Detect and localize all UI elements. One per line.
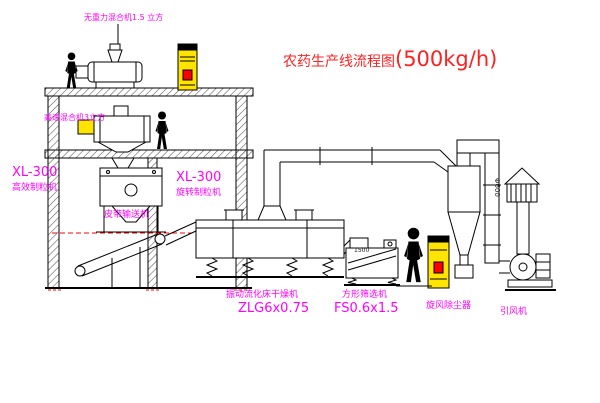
dimension-labels: 1500 Φ600 — [354, 178, 501, 254]
label-top-mixer: 无重力混合机1.5 立方 — [84, 12, 163, 22]
label-fan-name: 引风机 — [500, 305, 527, 317]
dryer-body — [195, 219, 345, 259]
screen-deck — [347, 255, 397, 271]
cyclone-cylinder — [447, 165, 481, 213]
cabinet-button — [433, 261, 444, 274]
fan-motor — [535, 253, 551, 279]
sieve-spring — [347, 277, 357, 286]
right-column — [235, 95, 248, 289]
induced-draft-fan — [499, 201, 556, 291]
fan-base — [507, 279, 553, 288]
label-sieve-model: FS0.6x1.5 — [334, 301, 399, 316]
mixer-discharge-cone — [96, 141, 148, 153]
vibration-spring — [286, 257, 298, 277]
fluid-bed-dryer — [195, 209, 345, 278]
cyclone-top-elbow — [456, 139, 500, 154]
feed-chute — [165, 230, 197, 246]
building-structure — [44, 87, 254, 289]
exhaust-stack — [483, 152, 501, 264]
granulator-port — [124, 183, 138, 197]
cap-cone — [503, 167, 541, 185]
stack-pipe — [484, 152, 500, 264]
cyclone-separator — [447, 139, 500, 279]
sieve-spring — [387, 277, 397, 286]
label-belt-conveyor: 皮带输送机 — [104, 208, 149, 220]
top-floor-slab — [44, 87, 254, 97]
belt-conveyor — [74, 221, 197, 287]
square-sieve — [343, 237, 400, 286]
control-cabinet-top — [177, 43, 198, 91]
vibration-spring — [322, 257, 334, 277]
label-sieve-name: 方形筛选机 — [342, 288, 387, 300]
label-dryer-name: 振动流化床干燥机 — [226, 288, 298, 300]
label-granulator-mid-name: 旋转制粒机 — [176, 186, 221, 198]
mixer-feed-valve — [109, 43, 121, 51]
conveyor-pulley — [154, 233, 166, 245]
worker-figure-ground — [404, 227, 423, 283]
worker-figure-floor2 — [155, 111, 169, 149]
dryer-top-port — [295, 209, 313, 221]
mixer-inlet — [113, 105, 129, 117]
diagram-title-capacity: (500kg/h) — [395, 47, 497, 71]
diagram-title: 农药生产线流程图(500kg/h) — [283, 47, 497, 71]
granulator-funnel — [111, 157, 135, 169]
mid-floor-slab — [44, 149, 254, 159]
red-datum-lines — [48, 232, 249, 291]
gravity-free-mixer — [75, 24, 143, 88]
dim-sieve-1500: 1500 — [354, 247, 369, 254]
dim-stack-600: Φ600 — [493, 178, 501, 197]
equipment-labels: 无重力混合机1.5 立方 高速混合机3立方 XL-300 高效制粒机 XL-30… — [12, 12, 527, 317]
mixer-motor — [77, 119, 95, 135]
cabinet-button — [182, 69, 193, 81]
label-granulator-left-model: XL-300 — [12, 165, 57, 180]
high-speed-mixer — [77, 105, 151, 153]
cabinet-body — [177, 43, 198, 91]
diagram-title-main: 农药生产线流程图 — [283, 54, 395, 70]
label-high-speed-mixer: 高速混合机3立方 — [44, 112, 105, 122]
cyclone-drop-pipe — [459, 254, 469, 266]
screen-deck — [347, 248, 397, 264]
granulator-discharge — [110, 205, 152, 223]
control-cabinet-ground — [427, 235, 450, 289]
label-granulator-left-name: 高效制粒机 — [12, 181, 57, 193]
fan-hub — [518, 262, 528, 272]
cabinet-header — [427, 235, 450, 243]
conveyor-pulley — [74, 265, 86, 277]
exhaust-duct — [257, 147, 457, 221]
label-cyclone-name: 旋风除尘器 — [426, 299, 471, 311]
vibration-spring — [206, 257, 218, 277]
mixer-feed-hopper — [107, 49, 123, 63]
feed-chute — [164, 221, 197, 237]
cyclone-dust-bin — [454, 264, 474, 279]
mixer-body — [87, 61, 143, 83]
cyclone-cone — [447, 211, 481, 256]
duct-hood — [257, 205, 287, 221]
mixer-motor — [75, 65, 89, 79]
dryer-top-port — [225, 209, 243, 221]
fan-outlet-duct — [516, 201, 530, 255]
label-granulator-mid-model: XL-300 — [176, 170, 221, 185]
cabinet-header — [177, 43, 198, 51]
weather-cap — [503, 167, 541, 203]
label-dryer-model: ZLG6x0.75 — [238, 301, 309, 316]
granulator — [96, 157, 166, 233]
mixer-body — [93, 115, 151, 143]
